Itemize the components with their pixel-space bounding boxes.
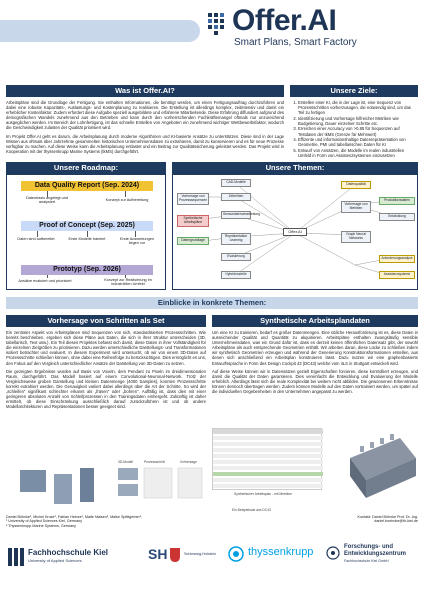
ziel-item: Erreichen einer Accuracy von >0.85 für S… <box>298 126 418 136</box>
fig-label: Vorhersage <box>180 460 197 464</box>
affiliation: ¹ University of Applied Sciences Kiel, G… <box>6 519 83 524</box>
dc43-example-image <box>330 428 418 508</box>
logo-icon <box>208 13 224 35</box>
ziel-item: Effizente und informationshaltige Datenr… <box>298 137 418 147</box>
contact-email[interactable]: daniel.boehnke@fh-kiel.de <box>374 519 418 524</box>
partner-fh-kiel: Fachhochschule Kiel <box>28 548 109 557</box>
was-ist-heading: Was ist Offer.AI? <box>6 85 284 97</box>
fuez-logo-icon <box>326 546 340 560</box>
header-accent-bar <box>0 20 200 42</box>
themen-mindmap: Offer.AI CAD-Modelle Zeitreihen Vorhersa… <box>172 174 418 290</box>
contact-name: Daniel Böhnke Prof. Dr.-Ing. <box>372 515 418 519</box>
mindmap-node: Graph Neural Networks <box>341 231 371 243</box>
vorhersage-figure: 3D-Modell Prozessschritt Vorhersage <box>6 460 206 510</box>
mindmap-node: Repräsentation Learning <box>221 233 251 245</box>
synthetisch-paragraph-2: Auf diese Weise können wir in Datensätze… <box>212 368 418 395</box>
roadmap-note: Daten sind aufbereitet <box>17 237 55 241</box>
ziele-list: Erstellen einer KI, die in der Lage ist,… <box>290 100 418 159</box>
thyssenkrupp-logo-icon <box>228 546 244 562</box>
logo-subtitle: Smart Plans, Smart Factory <box>234 37 357 48</box>
poster-header: Offer.AI Smart Plans, Smart Factory <box>0 0 424 60</box>
mindmap-node: Vorhersage von Metriken <box>341 201 371 213</box>
contact-block: Kontakt: Daniel Böhnke Prof. Dr.-Ing. da… <box>300 515 418 524</box>
mindmap-node: Datenqualität <box>341 181 371 189</box>
ziel-item: Identifizierung und Vorhersage hilfreich… <box>298 116 418 126</box>
mindmap-node: Synthetische Arbeitspläne <box>177 215 209 227</box>
logo-title: Offer.AI <box>232 4 337 37</box>
partner-fuez-sub: Fachhochschule Kiel GmbH <box>344 559 389 563</box>
partner-fh-kiel-sub: University of Applied Sciences <box>28 558 82 563</box>
affiliation: ² Thyssenkrupp Marine Systems, Germany <box>6 523 77 528</box>
einblicke-heading: Einblicke in konkrete Themen: <box>6 297 418 309</box>
roadmap-note: Konzept zur Aufbereitung <box>105 198 149 202</box>
fig-label: 3D-Modell <box>118 460 134 464</box>
partner-fuez: Forschungs- und Entwicklungszentrum <box>344 544 407 557</box>
roadmap-note: Ansätze evaluiert und priorisiert <box>18 279 72 283</box>
partner-sh-sub: Schleswig-Holstein <box>184 552 217 556</box>
prediction-table-image <box>118 467 203 499</box>
mindmap-node: Datengrundlage <box>177 237 209 245</box>
table-image <box>213 429 323 488</box>
mindmap-node: Zeitreihen <box>221 193 251 201</box>
themen-heading: Unsere Themen: <box>172 162 418 174</box>
ziel-item: Erstellen einer KI, die in der Lage ist,… <box>298 100 418 115</box>
authors-block: Daniel Böhnke¹, Michel Kruse¹, Fabian He… <box>6 515 236 528</box>
authors: Daniel Böhnke¹, Michel Kruse¹, Fabian He… <box>6 515 143 519</box>
roadmap-note: Erste Auswertungen liegen vor <box>120 237 154 246</box>
vorhersage-heading: Vorhersage von Schritten als Set <box>6 315 206 327</box>
synthetisch-heading: Synthetische Arbeitsplandaten <box>212 315 418 327</box>
was-ist-paragraph-1: Arbeitspläne sind die Grundlage der Fert… <box>6 100 284 131</box>
roadmap-stage-2: Proof of Concept (Sep. 2025) <box>21 221 153 231</box>
roadmap-note: Konzept zur Realisierung im industrielle… <box>104 278 152 287</box>
contact-label: Kontakt: <box>357 515 372 519</box>
mindmap-node: Assistenzsysteme <box>379 271 415 279</box>
mindmap-center: Offer.AI <box>283 228 307 236</box>
vorhersage-text: Ein zentraler Aspekt von Arbeitsplänen s… <box>6 330 206 412</box>
fig-label: Prozessschritt <box>144 460 165 464</box>
mindmap-node: Anforderungsanalyse <box>379 255 415 263</box>
was-ist-text: Arbeitspläne sind die Grundlage der Fert… <box>6 100 284 157</box>
roadmap-panel: Data Quality Report (Sep. 2024) Datenbas… <box>6 174 166 290</box>
synthetic-caption-right: Ein Beispielsatz aus DC43 <box>232 508 271 512</box>
ziele-heading: Unsere Ziele: <box>290 85 418 97</box>
partner-thyssenkrupp: thyssenkrupp <box>248 546 314 558</box>
vorhersage-paragraph-2: Die gezeigten Ergebnisse wurden auf Basi… <box>6 368 206 410</box>
mindmap-node: Vorhersage von Prozesssequenzen <box>177 193 209 205</box>
roadmap-note: Erste Modelle trainiert <box>68 237 106 241</box>
roadmap-stage-1: Data Quality Report (Sep. 2024) <box>21 181 153 191</box>
gear-part-image <box>350 434 416 498</box>
roadmap-stage-3: Prototyp (Sep. 2026) <box>21 265 153 275</box>
fh-kiel-logo-icon <box>8 548 24 566</box>
mindmap-node: CAD-Modelle <box>221 179 251 187</box>
partner-logos: Fachhochschule Kiel University of Applie… <box>0 540 424 600</box>
voxel-model-images <box>20 468 94 504</box>
mindmap-node: Produktionsdaten <box>379 197 415 205</box>
header-logo-area <box>200 4 424 56</box>
mindmap-node: Sensordatenverarbeitung <box>221 211 260 219</box>
mindmap-node: Hybridmodelle <box>221 271 251 279</box>
mindmap-node: Entwicklung <box>379 213 415 221</box>
ziel-item: Entwurf von Ansätzen, die Modelle im rea… <box>298 148 418 158</box>
sh-crest-icon <box>170 548 180 562</box>
synthetisch-text: Um eine KI zu trainieren, bedarf es groß… <box>212 330 418 397</box>
roadmap-heading: Unsere Roadmap: <box>6 162 166 174</box>
mindmap-node: Evaluierung <box>221 253 251 261</box>
vorhersage-paragraph-1: Ein zentraler Aspekt von Arbeitsplänen s… <box>6 330 206 366</box>
roadmap-note: Datenbasis angelegt und analysiert <box>25 196 68 205</box>
synthetisch-paragraph-1: Um eine KI zu trainieren, bedarf es groß… <box>212 330 418 366</box>
partner-sh: SH <box>148 546 168 562</box>
was-ist-paragraph-2: Im Projekt Offer.AI geht es darum, die A… <box>6 133 284 154</box>
synthetic-caption-left: Synthetischer Arbeitsplan - mit Metriken <box>234 492 293 496</box>
synthetic-workplan-table <box>212 428 323 490</box>
